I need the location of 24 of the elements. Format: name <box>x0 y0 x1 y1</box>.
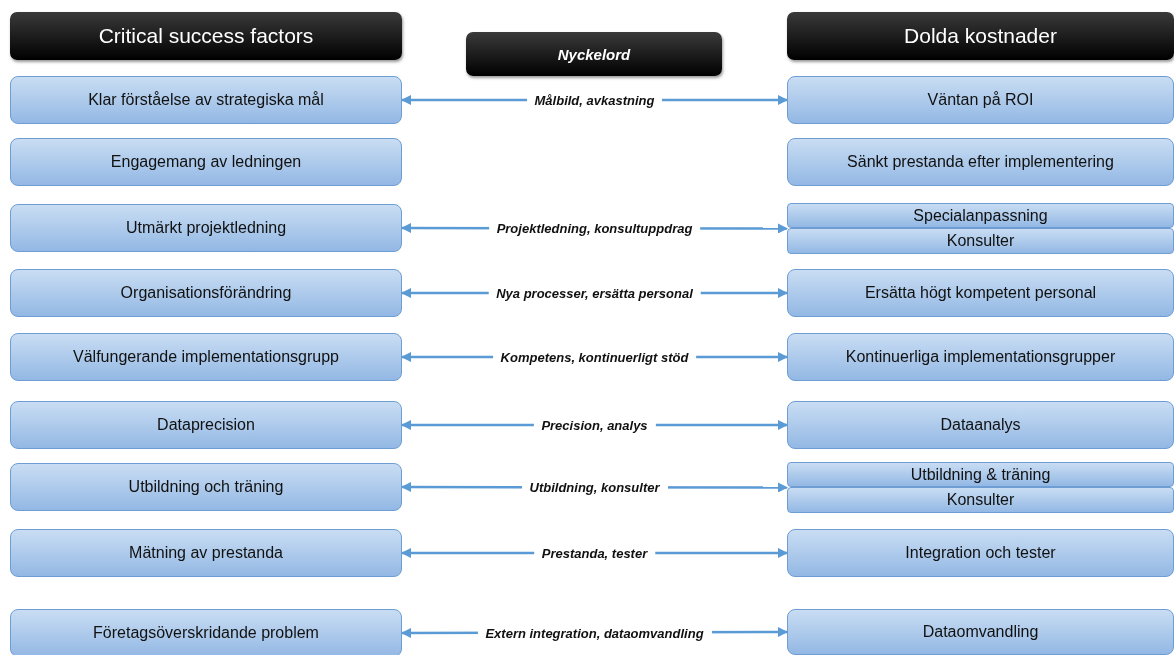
rounded-box: Sänkt prestanda efter implementering <box>787 138 1174 186</box>
rounded-box: Klar förståelse av strategiska mål <box>10 76 402 124</box>
rounded-box: Mätning av prestanda <box>10 529 402 577</box>
rounded-box: Engagemang av ledningen <box>10 138 402 186</box>
rounded-box: Utbildning & träning <box>787 462 1174 487</box>
rounded-box: Konsulter <box>787 487 1174 513</box>
column-header: Critical success factors <box>10 12 402 60</box>
rounded-box: Organisationsförändring <box>10 269 402 317</box>
rounded-box: Specialanpassning <box>787 203 1174 228</box>
rounded-box: Utmärkt projektledning <box>10 204 402 252</box>
column-header: Dolda kostnader <box>787 12 1174 60</box>
rounded-box: Väntan på ROI <box>787 76 1174 124</box>
rounded-box: Dataanalys <box>787 401 1174 449</box>
rounded-box: Dataprecision <box>10 401 402 449</box>
rounded-box: Konsulter <box>787 228 1174 254</box>
keyword-header: Nyckelord <box>466 32 722 76</box>
rounded-box: Integration och tester <box>787 529 1174 577</box>
rounded-box: Välfungerande implementationsgrupp <box>10 333 402 381</box>
rounded-box: Utbildning och träning <box>10 463 402 511</box>
rounded-box: Ersätta högt kompetent personal <box>787 269 1174 317</box>
rounded-box: Kontinuerliga implementationsgrupper <box>787 333 1174 381</box>
edge-label: Målbild, avkastning <box>526 92 663 108</box>
rounded-box: Företagsöverskridande problem <box>10 609 402 655</box>
rounded-box: Dataomvandling <box>787 609 1174 655</box>
